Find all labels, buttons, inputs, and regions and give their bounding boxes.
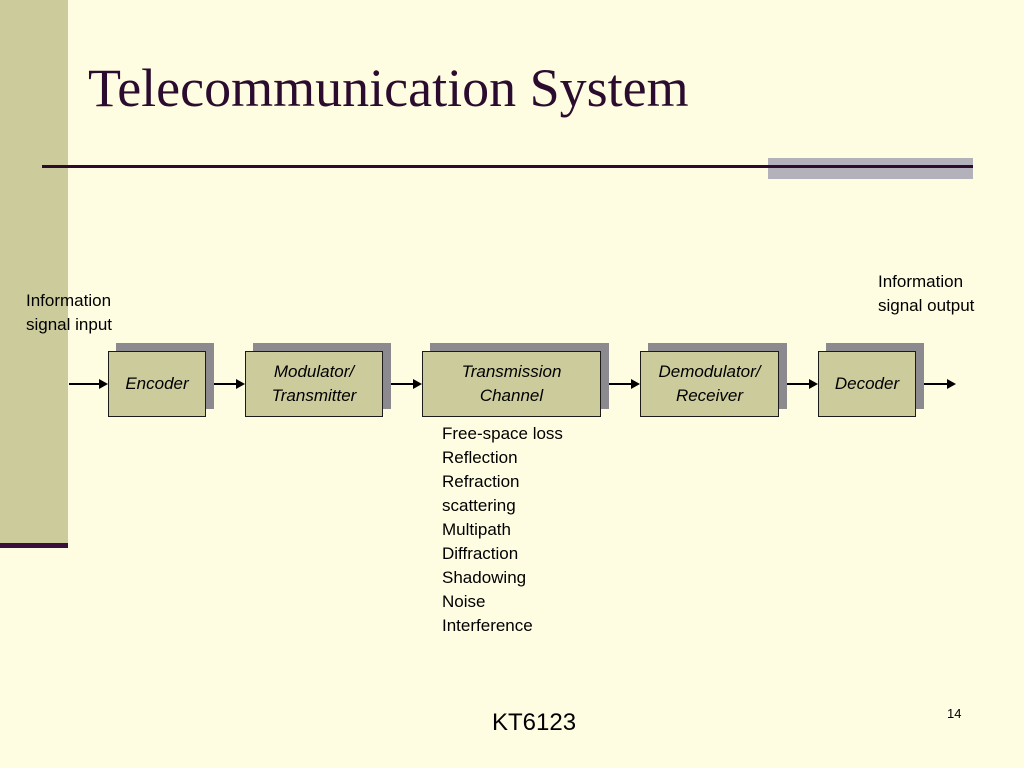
title-underline (42, 165, 972, 168)
demodulator-receiver-label: Demodulator/ Receiver (658, 362, 761, 405)
impairment-item: Shadowing (442, 568, 527, 587)
arrow-encoder-to-modulator (206, 379, 245, 389)
decoder-label: Decoder (834, 374, 900, 393)
impairment-item: Refraction (442, 472, 520, 491)
title-accent-bar (768, 158, 973, 179)
arrow-channel-to-demodulator (601, 379, 640, 389)
output-signal-label: Information signal output (878, 272, 975, 315)
page-number: 14 (947, 706, 962, 721)
transmission-channel-block: Transmission Channel (422, 351, 601, 417)
output-arrow (916, 379, 956, 389)
impairment-item: Free-space loss (442, 424, 563, 443)
left-bar-accent-line (0, 543, 68, 548)
impairment-item: Interference (442, 616, 533, 635)
modulator-transmitter-block: Modulator/ Transmitter (245, 351, 383, 417)
channel-impairments-list: Free-space loss Reflection Refraction sc… (442, 422, 563, 638)
impairment-item: Reflection (442, 448, 518, 467)
encoder-label: Encoder (125, 374, 189, 393)
encoder-block: Encoder (108, 351, 206, 417)
transmission-channel-label: Transmission Channel (461, 362, 562, 405)
impairment-item: scattering (442, 496, 516, 515)
decoder-block: Decoder (818, 351, 916, 417)
impairment-item: Multipath (442, 520, 511, 539)
slide-footer: KT6123 (492, 709, 577, 736)
input-arrow (69, 379, 108, 389)
arrow-modulator-to-channel (383, 379, 422, 389)
modulator-transmitter-label: Modulator/ Transmitter (271, 362, 357, 405)
arrow-demodulator-to-decoder (779, 379, 818, 389)
demodulator-receiver-block: Demodulator/ Receiver (640, 351, 779, 417)
slide-title: Telecommunication System (88, 58, 689, 118)
left-decorative-bar (0, 0, 68, 548)
impairment-item: Diffraction (442, 544, 519, 563)
input-signal-label: Information signal input (26, 291, 113, 334)
impairment-item: Noise (442, 592, 486, 611)
